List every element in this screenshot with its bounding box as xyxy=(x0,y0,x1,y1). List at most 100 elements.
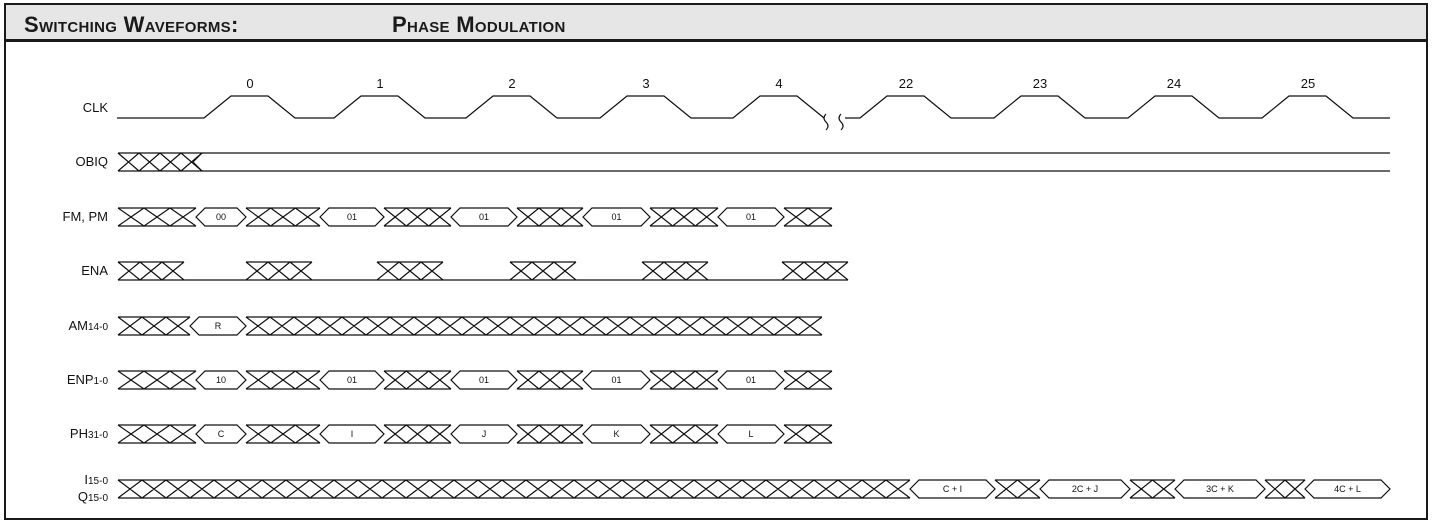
iq-cell xyxy=(1039,479,1131,499)
iq-cell xyxy=(909,479,996,499)
iq-gap-hatch xyxy=(1129,479,1176,499)
ph-hatch xyxy=(649,424,719,444)
ena-hatch xyxy=(509,261,577,281)
iq-hatch xyxy=(117,479,911,499)
fmpm-value: 01 xyxy=(746,212,756,222)
fmpm-cell xyxy=(319,207,385,227)
iq-value: 2C + J xyxy=(1072,484,1098,494)
clock-cycle-label: 2 xyxy=(508,76,515,91)
fmpm-hatch xyxy=(649,207,719,227)
fmpm-hatch xyxy=(383,207,452,227)
fmpm-value: 00 xyxy=(216,212,226,222)
enp-hatch-end xyxy=(783,370,833,390)
diagram-subtitle: Phase Modulation xyxy=(392,12,566,37)
clock-cycle-label: 1 xyxy=(376,76,383,91)
clk-wave-start xyxy=(117,95,825,119)
enp-value: 01 xyxy=(479,375,489,385)
signal-label-enp: ENP1-0 xyxy=(67,372,109,387)
enp-cell xyxy=(582,370,651,390)
am-value: R xyxy=(215,321,222,331)
clock-cycle-label: 23 xyxy=(1033,76,1047,91)
clk-wave-end xyxy=(845,95,1390,119)
signal-label-clk: CLK xyxy=(83,100,109,115)
ph-hatch-end xyxy=(783,424,833,444)
clock-cycle-label: 22 xyxy=(899,76,913,91)
ph-cell xyxy=(582,424,651,444)
fmpm-hatch xyxy=(117,207,197,227)
enp-value: 01 xyxy=(347,375,357,385)
ph-value: K xyxy=(613,429,619,439)
clock-cycle-label: 25 xyxy=(1301,76,1315,91)
ena-hatch xyxy=(641,261,709,281)
ph-hatch xyxy=(117,424,197,444)
ph-hatch xyxy=(516,424,584,444)
fmpm-cell xyxy=(450,207,518,227)
fmpm-value: 01 xyxy=(347,212,357,222)
enp-hatch xyxy=(649,370,719,390)
signal-label-fmpm: FM, PM xyxy=(63,209,109,224)
ph-value: I xyxy=(351,429,354,439)
enp-cell xyxy=(450,370,518,390)
fmpm-cell xyxy=(717,207,785,227)
iq-value: C + I xyxy=(943,484,962,494)
iq-cell xyxy=(1174,479,1266,499)
signal-label-ena: ENA xyxy=(81,263,108,278)
ph-hatch xyxy=(245,424,321,444)
enp-hatch xyxy=(383,370,452,390)
clk-break-right xyxy=(838,113,844,131)
enp-cell xyxy=(717,370,785,390)
signal-label-am: AM14-0 xyxy=(68,318,108,333)
obiq-edge xyxy=(192,152,203,172)
fmpm-hatch xyxy=(516,207,584,227)
ph-cell xyxy=(450,424,518,444)
clock-cycle-label: 4 xyxy=(775,76,782,91)
obiq-line xyxy=(202,152,1390,172)
am-hatch xyxy=(245,316,823,336)
signal-label-i: I15-0 xyxy=(84,472,108,487)
ph-value: C xyxy=(218,429,225,439)
enp-hatch xyxy=(245,370,321,390)
signal-label-q: Q15-0 xyxy=(78,489,109,504)
enp-value: 01 xyxy=(746,375,756,385)
fmpm-value: 01 xyxy=(479,212,489,222)
iq-gap-hatch xyxy=(994,479,1041,499)
clock-cycle-label: 0 xyxy=(246,76,253,91)
enp-hatch xyxy=(516,370,584,390)
fmpm-cell xyxy=(582,207,651,227)
ph-cell xyxy=(195,424,247,444)
iq-value: 3C + K xyxy=(1206,484,1234,494)
fmpm-hatch-end xyxy=(783,207,833,227)
ph-value: J xyxy=(482,429,487,439)
enp-cell xyxy=(195,370,247,390)
header-bar: Switching Waveforms: Phase Modulation xyxy=(4,3,1428,41)
am-hatch-start xyxy=(117,316,191,336)
enp-value: 01 xyxy=(611,375,621,385)
obiq-hatch xyxy=(117,152,203,172)
ena-hatch xyxy=(245,261,313,281)
diagram-title: Switching Waveforms: xyxy=(24,12,239,37)
ph-cell xyxy=(319,424,385,444)
enp-hatch xyxy=(117,370,197,390)
am-cell xyxy=(189,316,247,336)
ph-cell xyxy=(717,424,785,444)
ena-hatch xyxy=(117,261,185,281)
clock-cycle-label: 3 xyxy=(642,76,649,91)
clk-break-left xyxy=(823,113,829,131)
ph-value: L xyxy=(748,429,753,439)
ph-hatch xyxy=(383,424,452,444)
clock-cycle-label: 24 xyxy=(1167,76,1181,91)
iq-value: 4C + L xyxy=(1334,484,1361,494)
fmpm-value: 01 xyxy=(611,212,621,222)
iq-gap-hatch xyxy=(1264,479,1306,499)
enp-value: 10 xyxy=(216,375,226,385)
fmpm-hatch xyxy=(245,207,321,227)
ena-hatch xyxy=(781,261,849,281)
enp-cell xyxy=(319,370,385,390)
signal-label-ph: PH31-0 xyxy=(70,426,109,441)
ena-hatch xyxy=(376,261,444,281)
signal-label-obiq: OBIQ xyxy=(75,154,108,169)
fmpm-cell xyxy=(195,207,247,227)
iq-cell xyxy=(1304,479,1391,499)
